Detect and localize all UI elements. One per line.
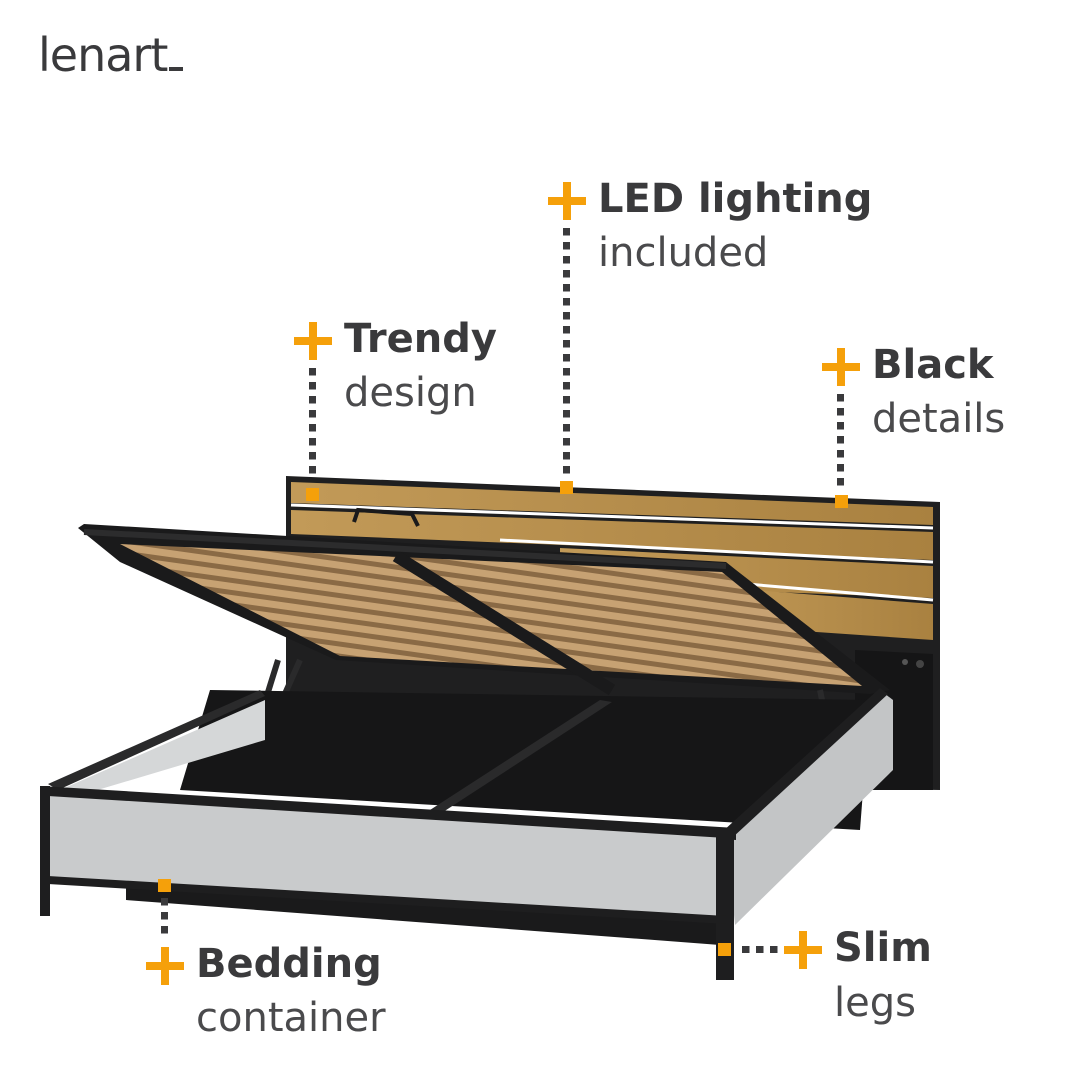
brand-logo-text: lenart: [38, 28, 168, 82]
callout-dotted-line: [161, 898, 168, 940]
callout-marker: [306, 488, 319, 501]
callout-dotted-line: [837, 394, 844, 492]
callout-marker: [835, 495, 848, 508]
plus-icon: [784, 931, 822, 969]
callout-marker: [718, 943, 731, 956]
callout-title: Bedding: [196, 941, 382, 987]
plus-icon: [822, 348, 860, 386]
callout-subtitle: included: [598, 230, 769, 276]
callout-subtitle: legs: [834, 980, 916, 1026]
plus-icon: [294, 322, 332, 360]
callout-title: Black: [872, 342, 994, 388]
callout-dotted-line: [563, 228, 570, 476]
brand-logo: lenart: [38, 28, 184, 82]
plus-icon: [548, 182, 586, 220]
callout-subtitle: container: [196, 995, 386, 1041]
callout-title: Trendy: [344, 316, 497, 362]
callout-title: LED lighting: [598, 176, 873, 222]
callout-subtitle: design: [344, 370, 477, 416]
bed-frame-rails: [40, 688, 893, 980]
plus-icon: [146, 947, 184, 985]
callout-marker: [560, 481, 573, 494]
callout-subtitle: details: [872, 396, 1006, 442]
callout-dotted-line: [742, 946, 784, 953]
callout-title: Slim: [834, 925, 932, 971]
logo-underscore: [169, 67, 184, 71]
callout-marker: [158, 879, 171, 892]
lifted-bed-base: [78, 507, 890, 696]
callout-dotted-line: [309, 368, 316, 480]
